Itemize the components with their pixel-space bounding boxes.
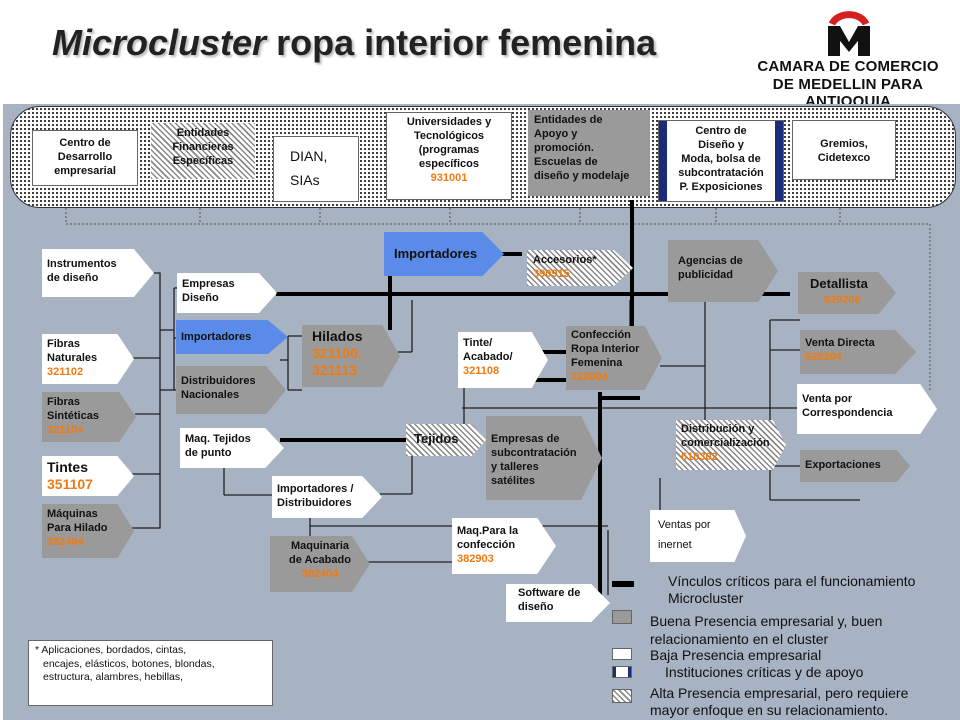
- exportaciones: Exportaciones: [800, 450, 910, 482]
- dian-sias: DIAN,SIAs: [273, 136, 359, 202]
- gremios-cidetexco: Gremios,Cidetexco: [792, 120, 896, 180]
- logo-line1: CAMARA DE COMERCIO: [757, 58, 939, 75]
- legend-baja: Baja Presencia empresarial: [650, 647, 822, 663]
- legend-swatch-alta: [612, 689, 632, 703]
- legend-swatch-buena: [612, 610, 632, 624]
- legend-instituciones: Instituciones críticas y de apoyo: [665, 664, 864, 680]
- accesorios: Accesorios*390915: [527, 250, 633, 286]
- legend-vinculos: Vínculos críticos para el funcionamiento…: [668, 573, 916, 606]
- chamber-logo-icon: [828, 11, 870, 56]
- tinte-acabado: Tinte/Acabado/321108: [458, 332, 548, 388]
- page-title: Microcluster ropa interior femenina: [52, 22, 657, 63]
- footnote: * Aplicaciones, bordados, cintas, encaje…: [28, 640, 273, 706]
- legend-swatch-vinculos: [612, 581, 634, 587]
- importadores-fibras: Importadores: [176, 320, 288, 354]
- logo: CAMARA DE COMERCIO DE MEDELLIN PARA ANTI…: [748, 8, 948, 110]
- legend-alta: Alta Presencia empresarial, pero requier…: [650, 685, 909, 718]
- importadores-main: Importadores: [384, 232, 504, 276]
- importadores-distribuidores: Importadores /Distribuidores: [272, 476, 382, 518]
- legend-swatch-instituciones: [612, 666, 632, 678]
- legend-swatch-baja: [612, 648, 632, 660]
- tejidos: Tejidos: [406, 424, 486, 456]
